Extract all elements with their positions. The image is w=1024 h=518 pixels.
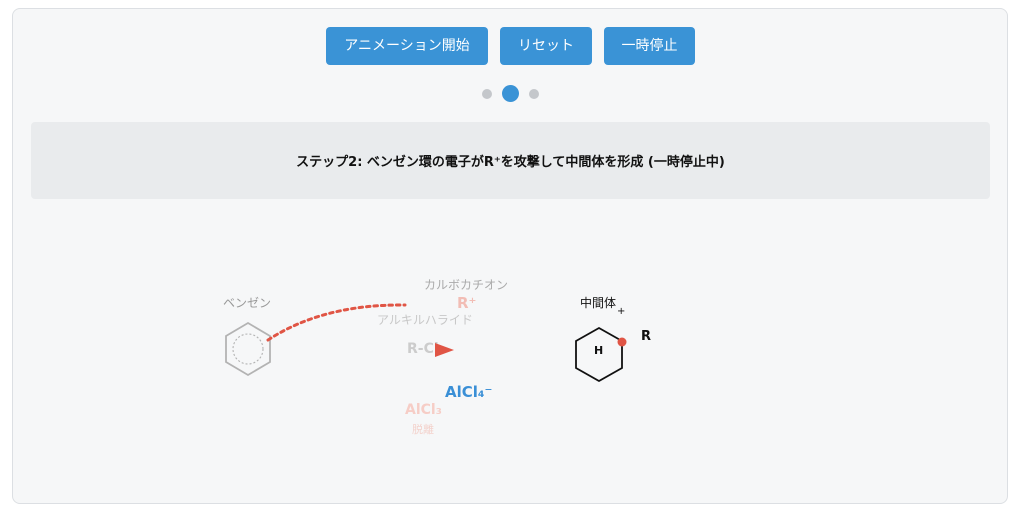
r-plus-label: R⁺ <box>457 294 477 312</box>
step-dot-2-active[interactable] <box>502 85 519 102</box>
start-animation-button[interactable]: アニメーション開始 <box>326 27 488 65</box>
status-panel: ステップ2: ベンゼン環の電子がR⁺を攻撃して中間体を形成 (一時停止中) <box>31 122 990 199</box>
toolbar: アニメーション開始 リセット 一時停止 <box>13 27 1007 65</box>
intermediate-charge: + <box>617 306 626 317</box>
carbocation-label: カルボカチオン <box>424 278 509 292</box>
intermediate-molecule <box>575 326 627 383</box>
bond-cleavage-arrowhead <box>435 343 454 357</box>
rcl-label: R-Cl <box>407 341 439 357</box>
benzene-label: ベンゼン <box>223 296 272 310</box>
animation-panel: アニメーション開始 リセット 一時停止 ステップ2: ベンゼン環の電子がR⁺を攻… <box>12 8 1008 504</box>
r-substituent-label: R <box>641 329 652 344</box>
reset-button[interactable]: リセット <box>500 27 592 65</box>
step-dot-1[interactable] <box>482 89 492 99</box>
alkyl-halide-label: アルキルハライド <box>377 313 473 327</box>
alcl4-label: AlCl₄⁻ <box>445 383 493 401</box>
status-message: ステップ2: ベンゼン環の電子がR⁺を攻撃して中間体を形成 (一時停止中) <box>296 155 725 170</box>
desorption-label: 脱離 <box>412 423 434 436</box>
hydrogen-label: H <box>594 344 604 357</box>
step-indicator <box>13 85 1007 103</box>
electron-attack-arrow <box>266 303 407 342</box>
step-dot-3[interactable] <box>529 89 539 99</box>
benzene-molecule <box>225 321 271 377</box>
alcl3-label: AlCl₃ <box>405 402 442 418</box>
intermediate-label: 中間体 <box>580 296 617 310</box>
pause-button[interactable]: 一時停止 <box>604 27 695 65</box>
